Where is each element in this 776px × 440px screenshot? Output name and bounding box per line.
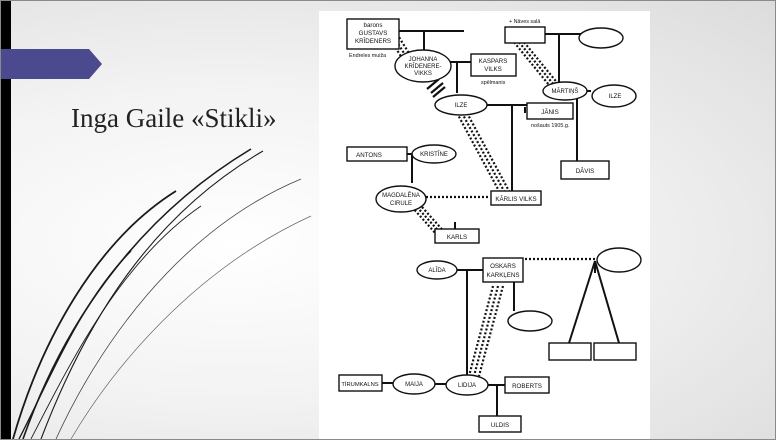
- oval-kristine: [411, 144, 457, 164]
- oval-ilze-1: [434, 94, 488, 116]
- box-janis: [526, 102, 574, 120]
- label-karlis-vilks: KĀRLIS VILKS: [495, 196, 536, 203]
- decorative-swirl: [12, 148, 312, 439]
- slide-title: Inga Gaile «Stikli»: [71, 103, 277, 133]
- label-roberts: ROBERTS: [512, 383, 542, 390]
- label-barons-1: barons: [364, 22, 383, 29]
- oval-lidija: [445, 374, 489, 396]
- box-davis: [560, 160, 610, 180]
- note-nosauts: nošauts 1905.g.: [531, 123, 569, 129]
- label-kaspars-1: KASPARS: [479, 58, 508, 65]
- box-kaspars-vilks: [470, 53, 517, 77]
- label-tirumkalns: TĪRUMKALNS: [341, 381, 378, 388]
- box-karls: [434, 228, 480, 244]
- label-kristine: KRISTĪNE: [420, 151, 448, 158]
- oval-empty-mid: [507, 310, 553, 332]
- oval-empty-top: [578, 27, 624, 49]
- oval-magdalena: [375, 185, 427, 213]
- box-oskars: [482, 257, 524, 283]
- label-johanna-2: KRĪDENERE-: [404, 63, 441, 70]
- box-tirumkalns: [338, 374, 383, 392]
- box-roberts: [504, 376, 550, 394]
- box-naves-sala: [504, 26, 546, 44]
- family-tree-diagram: barons GUSTAVS KRĪDENERS KASPARS VILKS J…: [338, 18, 642, 433]
- label-barons-2: GUSTAVS: [359, 30, 388, 37]
- note-naves-sala: + Nāves salā: [509, 19, 540, 25]
- label-davis: DĀVIS: [576, 168, 595, 175]
- note-spelmanis: spēlmanis: [481, 80, 506, 86]
- title-arrow-shape: [1, 49, 102, 79]
- label-uldis: ULDIS: [491, 422, 509, 429]
- box-empty-1: [548, 342, 592, 361]
- label-karls: KARLS: [447, 234, 467, 241]
- box-antons: [346, 146, 408, 162]
- note-endreles-muiza: Endreles muiža: [349, 53, 386, 59]
- box-uldis: [478, 415, 522, 433]
- label-johanna-1: JOHANNA: [409, 57, 438, 63]
- oval-maija: [392, 373, 436, 395]
- label-antons: ANTONS: [356, 152, 382, 159]
- label-lidija: LIDIJA: [458, 383, 476, 389]
- box-empty-2: [593, 342, 637, 361]
- label-janis: JĀNIS: [541, 109, 559, 116]
- label-alida: ALĪDA: [428, 267, 445, 274]
- label-maija: MAIJA: [405, 382, 423, 388]
- label-barons-3: KRĪDENERS: [355, 38, 391, 45]
- family-tree-image: barons GUSTAVS KRĪDENERS KASPARS VILKS J…: [319, 11, 650, 439]
- box-karlis-vilks: [490, 190, 542, 206]
- label-kaspars-2: VILKS: [484, 66, 502, 73]
- oval-empty-right: [596, 247, 642, 273]
- oval-martins: [542, 81, 588, 101]
- label-ilze-1: ILZE: [455, 103, 468, 109]
- label-martins: MĀRTIŅŠ: [552, 88, 579, 95]
- label-magdalena-1: MAGDALĒNA: [382, 192, 420, 199]
- label-ilze-2: ILZE: [609, 94, 622, 100]
- left-black-bar: [1, 1, 11, 439]
- label-johanna-3: VIKKS: [414, 71, 432, 77]
- oval-johanna: [394, 49, 452, 83]
- oval-alida: [416, 260, 458, 280]
- label-oskars-1: OSKARS: [490, 263, 516, 270]
- oval-ilze-2: [591, 84, 637, 108]
- label-oskars-2: KARKĻENS: [486, 272, 519, 279]
- label-magdalena-2: CIRULE: [390, 201, 412, 207]
- box-barons-gustavs: [346, 18, 400, 50]
